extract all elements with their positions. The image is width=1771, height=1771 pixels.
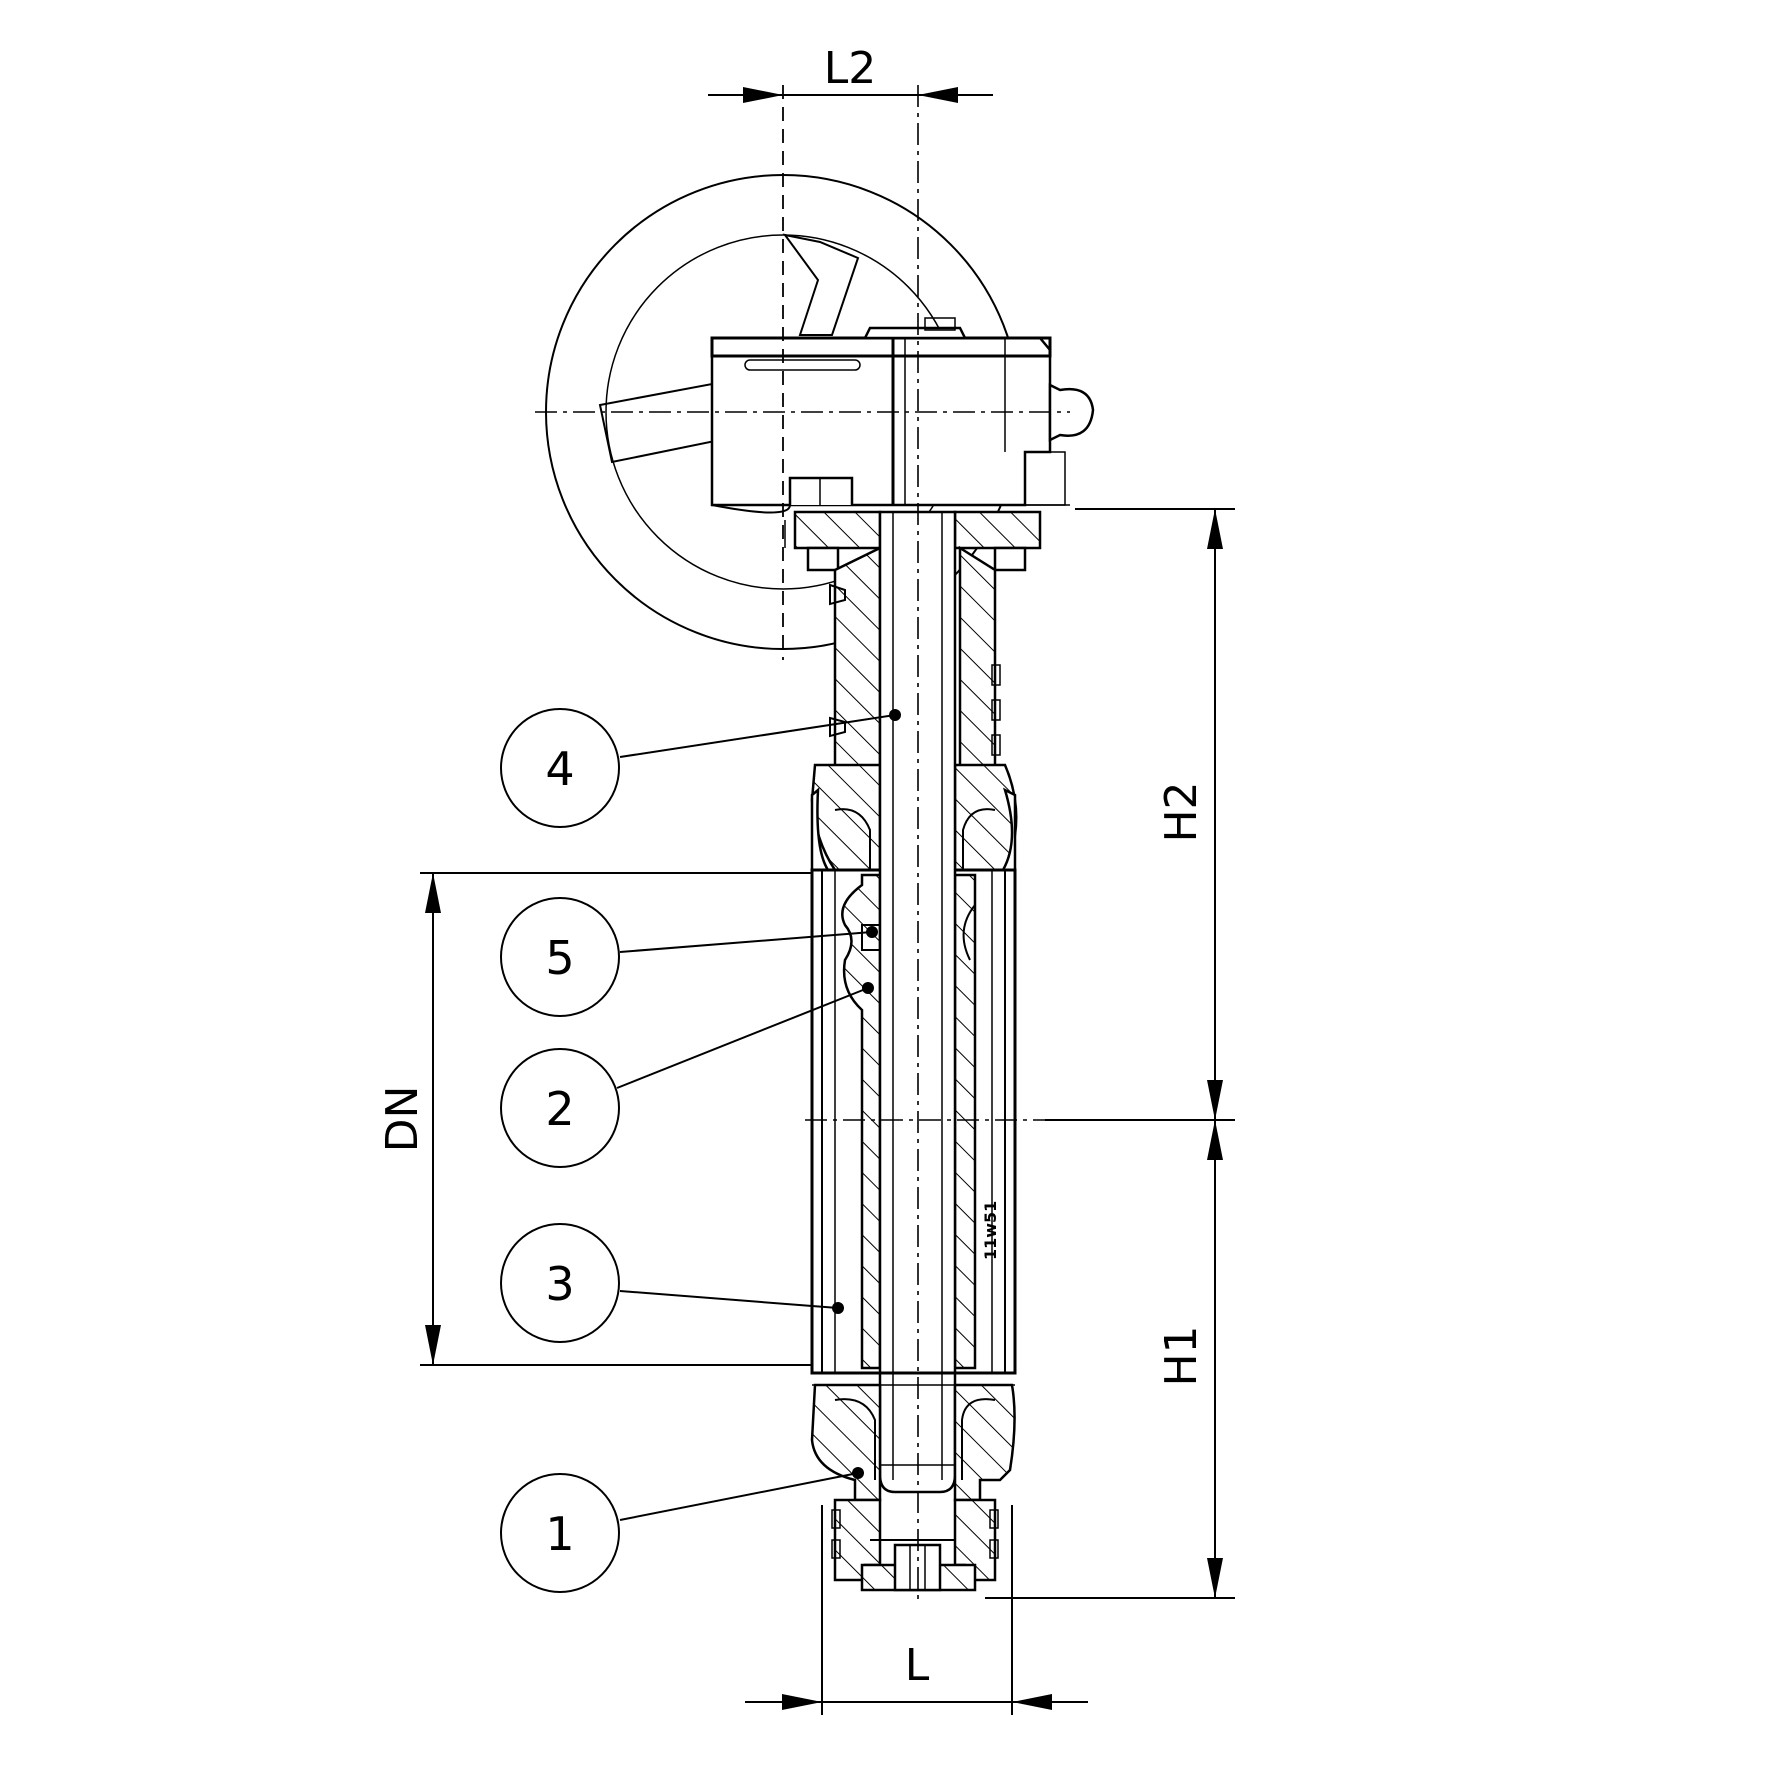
balloon-2: 2 — [500, 982, 874, 1168]
balloon-2-label: 2 — [545, 1082, 574, 1136]
dimension-h-vertical: H2 H1 — [985, 508, 1235, 1599]
gearbox — [710, 317, 1095, 514]
valve-body-lower — [810, 1371, 1016, 1502]
bottom-cap — [831, 1498, 999, 1592]
balloon-3-label: 3 — [545, 1257, 574, 1311]
dimension-l: L — [745, 1505, 1088, 1715]
dimension-l-label: L — [905, 1640, 930, 1691]
mounting-flange — [784, 510, 1042, 572]
balloon-1-label: 1 — [545, 1507, 574, 1561]
balloon-3: 3 — [500, 1223, 844, 1343]
balloon-1: 1 — [500, 1467, 864, 1593]
dimension-l2-label: L2 — [824, 43, 877, 94]
dimension-h2-label: H2 — [1156, 781, 1207, 842]
balloon-5-label: 5 — [545, 931, 574, 985]
dimension-h1-label: H1 — [1156, 1325, 1207, 1386]
dimension-dn-label: DN — [377, 1086, 428, 1153]
dimension-l2: L2 — [708, 43, 993, 103]
dimension-dn: DN — [377, 872, 812, 1366]
disc-engraving: 11w51 — [981, 1201, 1000, 1260]
valve-body-upper — [810, 763, 1018, 872]
balloon-4: 4 — [500, 708, 901, 828]
center-lines — [535, 85, 1070, 1605]
balloon-4-label: 4 — [545, 742, 574, 796]
balloon-5: 5 — [500, 897, 878, 1017]
